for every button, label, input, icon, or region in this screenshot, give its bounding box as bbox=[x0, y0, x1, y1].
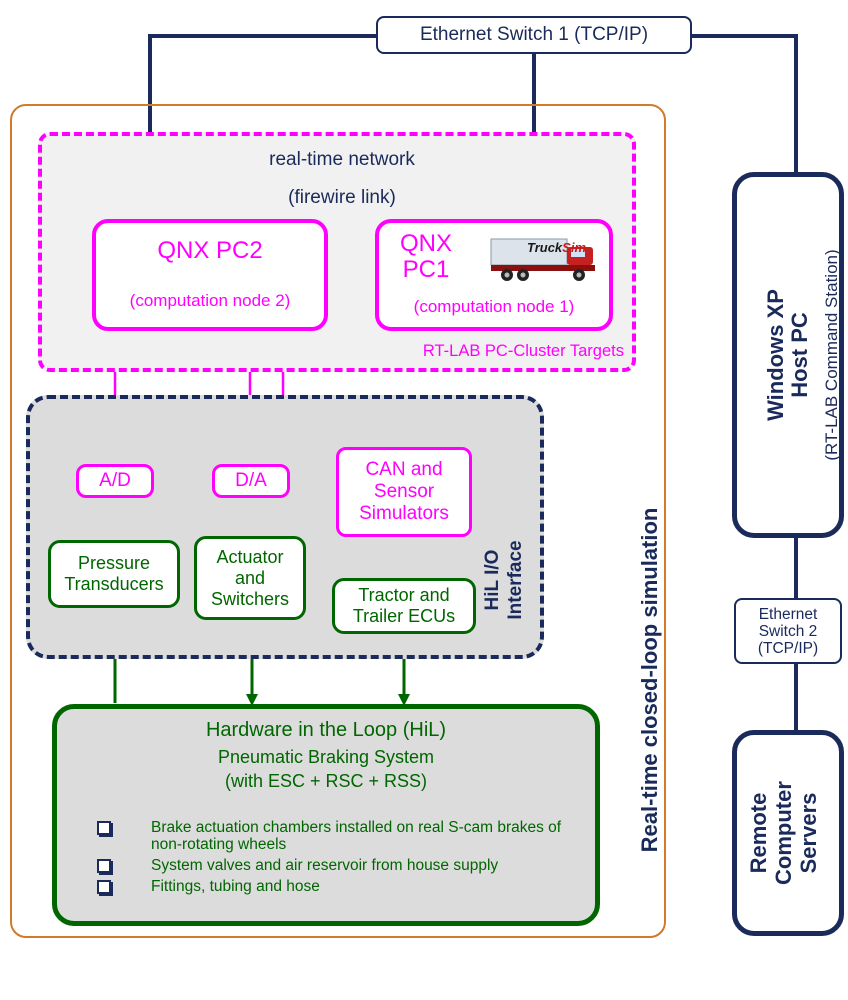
ecus-line1: Tractor and bbox=[358, 585, 450, 605]
qnx-pc1-title-line2: PC1 bbox=[402, 256, 450, 283]
checkbox-bullet-icon bbox=[97, 859, 111, 873]
da-label: D/A bbox=[235, 470, 267, 491]
actuator-switchers-box: Actuator and Switchers bbox=[194, 536, 306, 620]
trucksim-logo-text-a: Truck bbox=[527, 240, 563, 255]
realtime-network-label: real-time network bbox=[269, 149, 415, 170]
host-pc-box: Windows XP Host PC (RT-LAB Command Stati… bbox=[732, 172, 844, 538]
hw-bullet-text: Brake actuation chambers installed on re… bbox=[151, 819, 562, 853]
firewire-link-label: (firewire link) bbox=[288, 187, 396, 208]
ad-label: A/D bbox=[99, 470, 131, 491]
remote-servers-label: Remote Computer Servers bbox=[745, 736, 821, 930]
hardware-in-loop-box: Hardware in the Loop (HiL) Pneumatic Bra… bbox=[52, 704, 600, 926]
pressure-transducers-box: Pressure Transducers bbox=[48, 540, 180, 608]
pressure-line1: Pressure bbox=[77, 553, 151, 573]
remote-line3: Servers bbox=[795, 792, 821, 874]
realtime-simulation-container bbox=[10, 104, 666, 938]
host-pc-label: Windows XP Host PC bbox=[762, 176, 814, 534]
qnx-pc1-box: QNX PC1 TruckSim (computation node 1) bbox=[375, 219, 613, 331]
hw-bullet-text: System valves and air reservoir from hou… bbox=[151, 857, 499, 874]
eth2-line1: Ethernet bbox=[758, 605, 818, 623]
actuator-line1: Actuator bbox=[216, 546, 284, 567]
remote-servers-box: Remote Computer Servers bbox=[732, 730, 844, 936]
cluster-label: RT-LAB PC-Cluster Targets bbox=[422, 342, 624, 360]
can-sim-line2: Sensor bbox=[373, 481, 435, 502]
remote-line2: Computer bbox=[770, 781, 796, 885]
hil-io-line1: HiL I/O bbox=[482, 549, 503, 611]
eth2-line3: (TCP/IP) bbox=[757, 639, 819, 657]
ecus-line2: Trailer ECUs bbox=[352, 606, 456, 626]
qnx-pc1-subtitle: (computation node 1) bbox=[413, 297, 575, 316]
hw-bullet-item: Brake actuation chambers installed on re… bbox=[97, 819, 567, 853]
tractor-trailer-ecus-box: Tractor and Trailer ECUs bbox=[332, 578, 476, 634]
ethernet-switch-2-box: Ethernet Switch 2 (TCP/IP) bbox=[734, 598, 842, 664]
host-pc-line3: (RT-LAB Command Station) bbox=[822, 249, 841, 461]
ad-converter-box: A/D bbox=[76, 464, 154, 498]
trucksim-logo-text-b: Sim bbox=[562, 240, 587, 255]
host-pc-line1: Windows XP bbox=[763, 289, 788, 421]
ethernet-switch-1-label: Ethernet Switch 1 (TCP/IP) bbox=[419, 24, 649, 45]
hil-io-line2: Interface bbox=[505, 540, 526, 620]
qnx-pc2-subtitle: (computation node 2) bbox=[129, 291, 291, 310]
can-sensor-simulators-box: CAN and Sensor Simulators bbox=[336, 447, 472, 537]
hw-line3: (with ESC + RSC + RSS) bbox=[224, 771, 428, 791]
checkbox-bullet-icon bbox=[97, 821, 111, 835]
hw-bullet-text: Fittings, tubing and hose bbox=[151, 878, 320, 895]
qnx-pc1-title: QNX PC1 bbox=[383, 231, 469, 283]
hw-bullet-item: System valves and air reservoir from hou… bbox=[97, 857, 567, 874]
hw-bullet-item: Fittings, tubing and hose bbox=[97, 878, 567, 895]
eth2-line2: Switch 2 bbox=[758, 622, 818, 640]
actuator-line3: Switchers bbox=[210, 588, 290, 609]
qnx-pc1-title-line1: QNX bbox=[399, 230, 452, 257]
hw-title: Hardware in the Loop (HiL) bbox=[205, 719, 447, 741]
can-sim-line1: CAN and bbox=[365, 459, 443, 480]
can-sim-line3: Simulators bbox=[359, 503, 449, 524]
trucksim-logo-text: TruckSim bbox=[527, 240, 586, 255]
remote-line1: Remote bbox=[745, 792, 771, 874]
hil-io-interface-label: HiL I/O Interface bbox=[475, 520, 533, 640]
qnx-pc2-title: QNX PC2 bbox=[157, 237, 263, 264]
realtime-simulation-label: Real-time closed-loop simulation bbox=[637, 507, 662, 853]
eth1-to-host-line bbox=[690, 34, 798, 174]
actuator-line2: and bbox=[234, 567, 266, 588]
hw-bullet-list: Brake actuation chambers installed on re… bbox=[97, 819, 567, 899]
qnx-pc2-box: QNX PC2 (computation node 2) bbox=[92, 219, 328, 331]
checkbox-bullet-icon bbox=[97, 880, 111, 894]
ethernet-switch-1-box: Ethernet Switch 1 (TCP/IP) bbox=[376, 16, 692, 54]
da-converter-box: D/A bbox=[212, 464, 290, 498]
hw-line2: Pneumatic Braking System bbox=[217, 747, 435, 767]
trucksim-logo: TruckSim bbox=[483, 233, 601, 289]
host-pc-line2: Host PC bbox=[787, 312, 812, 398]
pressure-line2: Transducers bbox=[64, 574, 164, 594]
